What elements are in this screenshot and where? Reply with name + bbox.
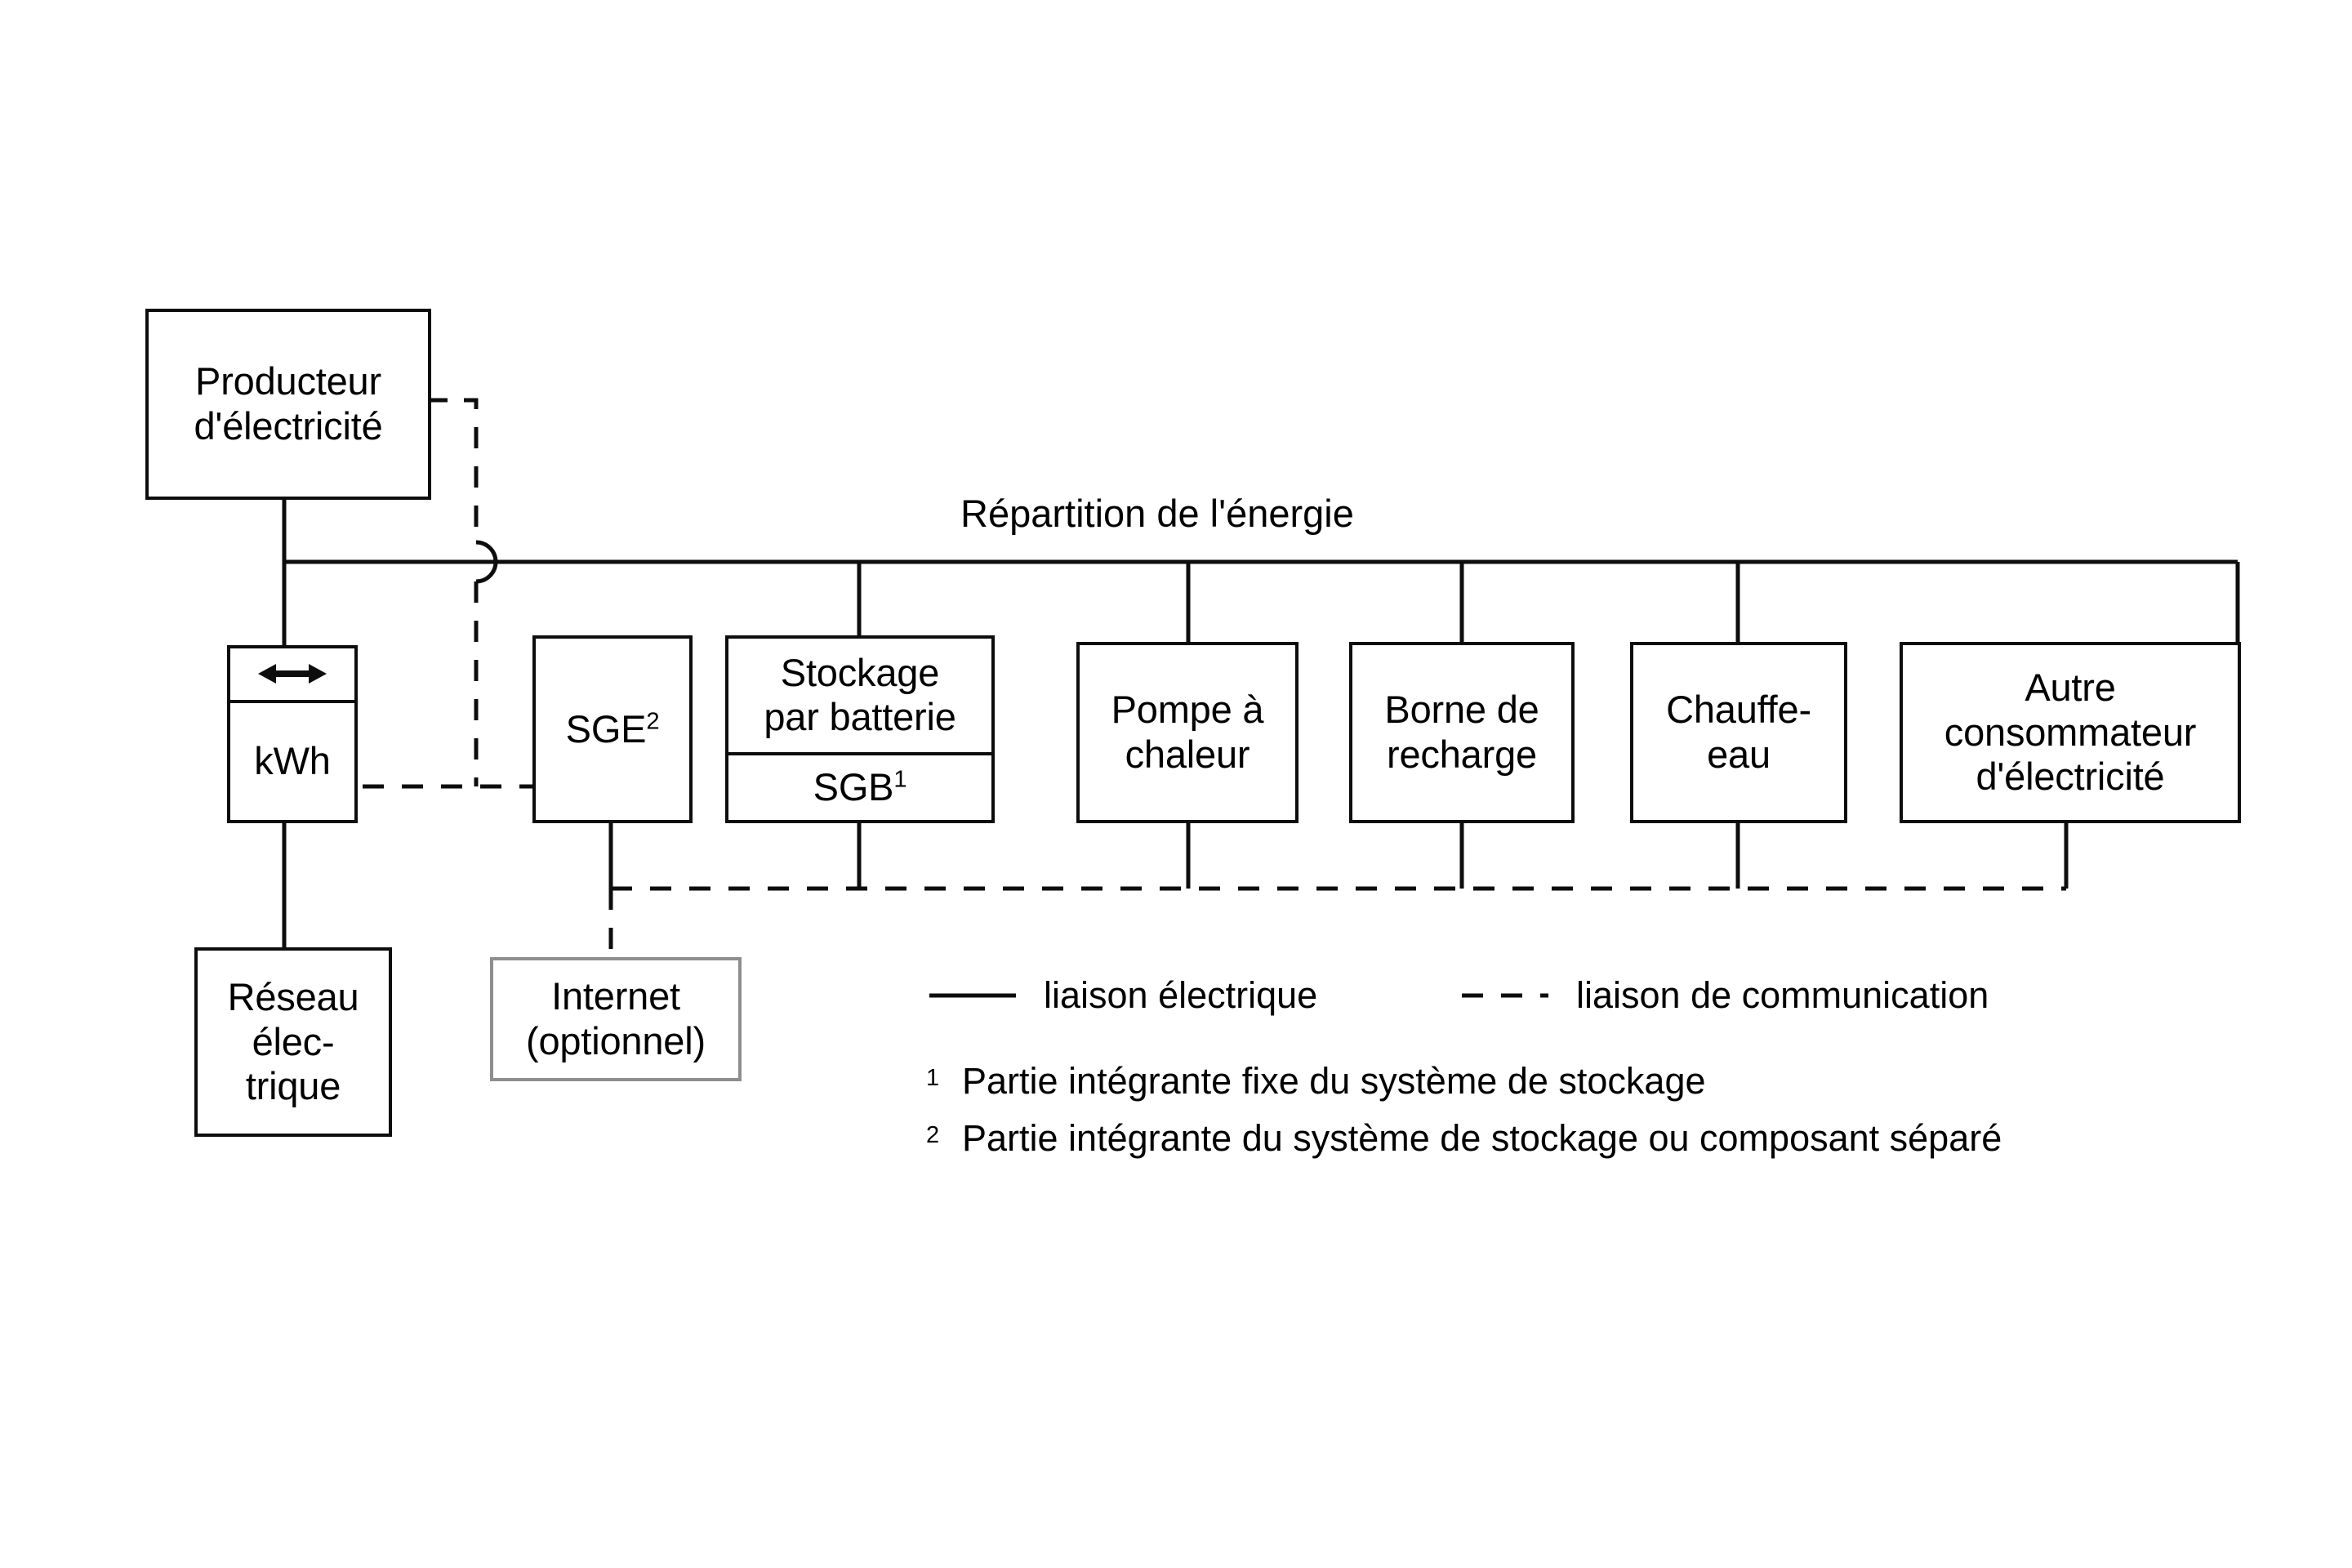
storage-sub-label: SGB1 [813,765,907,810]
meter-value-cell: kWh [230,699,354,820]
storage-label: Stockage par batterie [764,650,956,739]
storage-main-cell: Stockage par batterie [728,639,991,752]
meter-label: kWh [254,739,331,783]
sge-superscript: 2 [646,708,660,735]
bidirectional-arrow-icon [230,648,354,700]
sge-box[interactable]: SGE2 [532,635,693,823]
storage-sub-superscript: 1 [893,766,907,793]
charging-station-box[interactable]: Borne de recharge [1349,642,1575,823]
legend-electrical-label: liaison électrique [1044,974,1318,1016]
note-2-marker: 2 [926,1122,940,1148]
note-1-text: Partie intégrante fixe du système de sto… [962,1060,1706,1102]
heat-pump-box[interactable]: Pompe à chaleur [1076,642,1298,823]
water-heater-label: Chauffe- eau [1666,688,1811,776]
meter-box[interactable]: kWh [227,645,358,823]
comm-producer-to-meterline [425,398,479,542]
sge-label: SGE2 [566,707,660,752]
other-consumer-box[interactable]: Autre consommateur d'électricité [1900,642,2241,823]
heat-pump-label: Pompe à chaleur [1111,688,1264,776]
diagram-title: Répartition de l'énergie [960,492,1354,535]
storage-sgb-cell: SGB1 [728,751,991,820]
sge-label-text: SGE [565,706,647,751]
note-1-marker: 1 [926,1065,940,1091]
internet-label: Internet (optionnel) [526,974,706,1062]
legend-communication-label: liaison de communication [1576,974,1989,1016]
producer-box[interactable]: Producteur d'électricité [145,309,431,500]
grid-box[interactable]: Réseau élec- trique [194,947,392,1137]
other-consumer-label: Autre consommateur d'électricité [1944,666,2197,799]
line-hop-arc [475,540,498,584]
storage-sub-label-text: SGB [813,765,894,809]
battery-storage-box[interactable]: Stockage par batterie SGB1 [725,635,995,823]
water-heater-box[interactable]: Chauffe- eau [1630,642,1847,823]
meter-arrow-cell [230,648,354,700]
producer-label: Producteur d'électricité [194,359,383,448]
internet-box[interactable]: Internet (optionnel) [490,957,742,1081]
charging-station-label: Borne de recharge [1384,688,1539,776]
note-2-text: Partie intégrante du système de stockage… [962,1117,2002,1159]
grid-label: Réseau élec- trique [227,975,359,1108]
